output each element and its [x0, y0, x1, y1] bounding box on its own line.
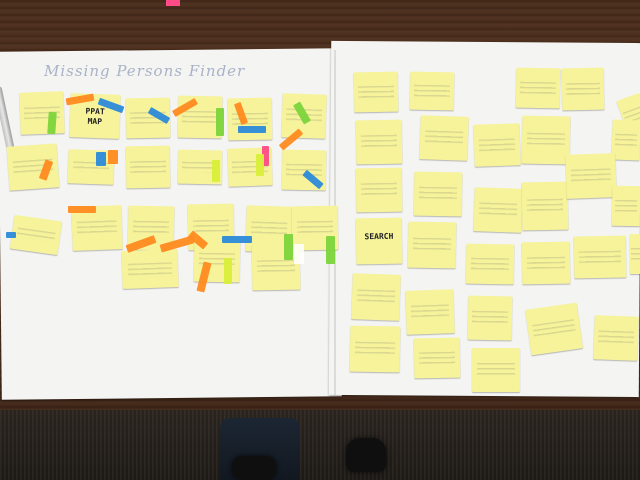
sticky-note: [611, 185, 640, 227]
sticky-note: [515, 67, 561, 109]
green-flag: [224, 258, 232, 284]
sticky-note: [125, 145, 171, 189]
sticky-note: [561, 67, 605, 111]
green-flag: [47, 111, 57, 135]
sticky-note: [593, 315, 639, 361]
sticky-note: [355, 119, 403, 165]
green-flag: [256, 154, 264, 176]
blue-flag: [96, 152, 106, 166]
sticky-note: [521, 115, 571, 165]
blue-flag: [222, 236, 252, 243]
shoe-right: [346, 438, 386, 472]
sticky-note: [630, 234, 640, 274]
sticky-note: [611, 119, 640, 161]
sticky-note: [465, 243, 515, 285]
carpet-floor: [0, 410, 640, 480]
sticky-note: [9, 214, 63, 256]
sticky-note: [472, 348, 520, 392]
sticky-note: [407, 221, 457, 269]
sticky-note: [565, 153, 617, 199]
sticky-note: [521, 181, 569, 231]
sticky-note: [353, 71, 399, 113]
blue-flag: [238, 126, 266, 133]
green-flag: [284, 234, 293, 260]
sticky-note: [349, 325, 401, 373]
shoe-left: [232, 456, 276, 480]
orange-flag: [108, 150, 118, 164]
sticky-note: [573, 235, 627, 279]
sticky-note: [355, 167, 403, 213]
sticky-note: [525, 302, 583, 356]
sticky-note: [521, 241, 571, 285]
sticky-note: [413, 337, 461, 379]
sticky-note-search: SEARCH: [355, 217, 403, 265]
sticky-note: [467, 295, 513, 341]
blue-flag: [6, 232, 16, 238]
sticky-note: [473, 123, 521, 167]
sticky-note: [473, 187, 523, 233]
green-flag: [216, 108, 224, 136]
sticky-note: [413, 171, 463, 217]
sticky-note: [121, 249, 179, 289]
sticky-note: [19, 91, 65, 135]
orange-flag: [68, 206, 96, 213]
white-flag: [294, 244, 304, 264]
sticky-note: [351, 273, 401, 321]
board-title: Missing Persons Finder: [44, 62, 246, 80]
pink-flag: [262, 146, 269, 166]
sticky-note: [405, 289, 455, 335]
green-flag: [326, 236, 335, 264]
green-flag: [212, 160, 220, 182]
sticky-note: [419, 115, 469, 161]
sticky-note: [409, 71, 455, 111]
sticky-note: [6, 143, 60, 191]
pink-sticky-flag: [166, 0, 180, 6]
